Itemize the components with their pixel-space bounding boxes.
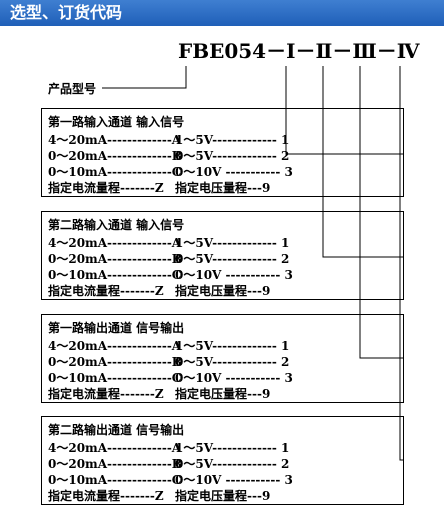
- voltage-option: 1～5V------------- 1: [175, 339, 290, 353]
- voltage-option: 指定电压量程---9: [175, 284, 271, 298]
- current-option: 4～20mA-------------A: [48, 236, 182, 250]
- voltage-option: 0～10V ----------- 3: [175, 268, 293, 282]
- current-option: 0～20mA-------------B: [48, 252, 182, 266]
- model-part-4: Ⅳ: [396, 39, 420, 63]
- current-option: 0～20mA-------------B: [48, 149, 182, 163]
- box-title: 第一路输出通道 信号输出: [48, 321, 185, 335]
- model-code: FBE054－Ⅰ－Ⅱ－Ⅲ－Ⅳ: [178, 40, 419, 62]
- voltage-option: 0～10V ----------- 3: [175, 371, 293, 385]
- part-1-connector: [285, 66, 404, 155]
- voltage-option: 0～5V------------- 2: [175, 252, 290, 266]
- voltage-option: 1～5V------------- 1: [175, 133, 290, 147]
- voltage-option: 0～5V------------- 2: [175, 149, 290, 163]
- box-title: 第二路输入通道 输入信号: [48, 218, 185, 232]
- voltage-option: 指定电压量程---9: [175, 387, 271, 401]
- option-row: 指定电流量程-------Z 指定电压量程---9: [48, 487, 398, 503]
- option-row: 指定电流量程-------Z 指定电压量程---9: [48, 282, 398, 298]
- voltage-option: 1～5V------------- 1: [175, 236, 290, 250]
- model-part-2: Ⅱ: [315, 39, 333, 63]
- current-option: 指定电流量程-------Z: [48, 387, 164, 401]
- current-option: 4～20mA-------------A: [48, 441, 182, 455]
- current-option: 指定电流量程-------Z: [48, 284, 164, 298]
- part-2-connector: [322, 66, 404, 258]
- part-3-connector: [359, 66, 404, 359]
- product-model-label: 产品型号: [48, 82, 97, 96]
- current-option: 4～20mA-------------A: [48, 133, 182, 147]
- voltage-option: 指定电压量程---9: [175, 489, 271, 503]
- current-option: 0～10mA-------------C: [48, 473, 182, 487]
- current-option: 指定电流量程-------Z: [48, 489, 164, 503]
- current-option: 4～20mA-------------A: [48, 339, 182, 353]
- current-option: 0～10mA-------------C: [48, 165, 182, 179]
- voltage-option: 0～5V------------- 2: [175, 355, 290, 369]
- model-sep-2: －: [295, 39, 316, 63]
- voltage-option: 0～5V------------- 2: [175, 457, 290, 471]
- section-title: 选型、订货代码: [10, 3, 123, 22]
- box-title: 第二路输出通道 信号输出: [48, 423, 185, 437]
- voltage-option: 指定电压量程---9: [175, 181, 271, 195]
- voltage-option: 1～5V------------- 1: [175, 441, 290, 455]
- model-part-3: Ⅲ: [352, 39, 377, 63]
- current-option: 0～10mA-------------C: [48, 371, 182, 385]
- model-sep-1: －: [266, 39, 287, 63]
- model-prefix: FBE054: [178, 39, 267, 63]
- model-sep-4: －: [376, 39, 397, 63]
- current-option: 0～20mA-------------B: [48, 457, 182, 471]
- option-row: 指定电流量程-------Z 指定电压量程---9: [48, 385, 398, 401]
- current-option: 指定电流量程-------Z: [48, 181, 164, 195]
- model-part-1: Ⅰ: [286, 39, 296, 63]
- section-header: 选型、订货代码: [0, 0, 444, 26]
- model-sep-3: －: [332, 39, 353, 63]
- current-option: 0～10mA-------------C: [48, 268, 182, 282]
- voltage-option: 0～10V ----------- 3: [175, 165, 293, 179]
- product-model-connector: [102, 66, 187, 89]
- part-4-connector: [399, 66, 404, 461]
- option-row: 指定电流量程-------Z 指定电压量程---9: [48, 179, 398, 195]
- box-title: 第一路输入通道 输入信号: [48, 115, 185, 129]
- voltage-option: 0～10V ----------- 3: [175, 473, 293, 487]
- current-option: 0～20mA-------------B: [48, 355, 182, 369]
